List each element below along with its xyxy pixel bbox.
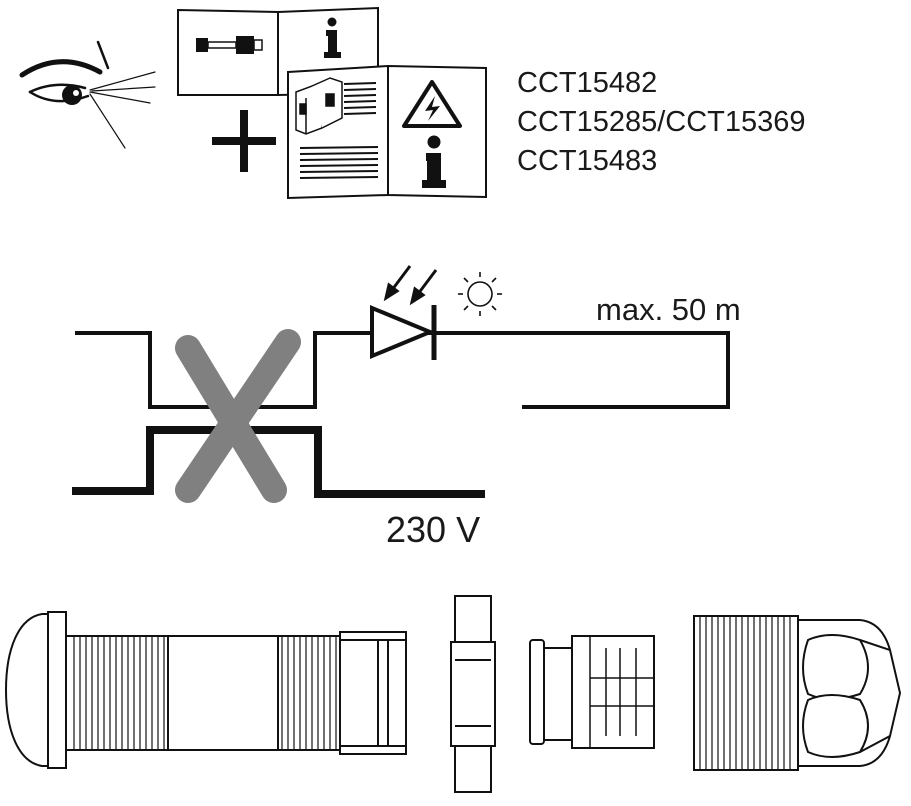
warning-electric-icon xyxy=(402,80,462,128)
led-diode-symbol xyxy=(370,265,438,360)
eye-icon xyxy=(19,40,156,149)
info-icon xyxy=(324,17,341,58)
cable-gland-insert xyxy=(529,635,655,749)
forbidden-cross xyxy=(175,329,301,503)
gland-cap xyxy=(693,615,902,771)
manual-booklet-icon xyxy=(177,6,487,200)
voltage-label: 230 V xyxy=(386,509,480,550)
sensor-body xyxy=(4,611,407,769)
lock-nut xyxy=(450,595,496,793)
info-icon xyxy=(422,135,446,188)
signal-cable xyxy=(75,331,730,409)
product-reference-list: CCT15482 CCT15285/CCT15369 CCT15483 xyxy=(517,64,806,181)
product-reference: CCT15483 xyxy=(517,145,658,177)
distance-label: max. 50 m xyxy=(596,292,741,327)
product-reference: CCT15285/CCT15369 xyxy=(517,106,806,138)
plus-icon xyxy=(212,110,276,172)
sun-icon xyxy=(458,272,502,316)
product-reference: CCT15482 xyxy=(517,67,658,99)
